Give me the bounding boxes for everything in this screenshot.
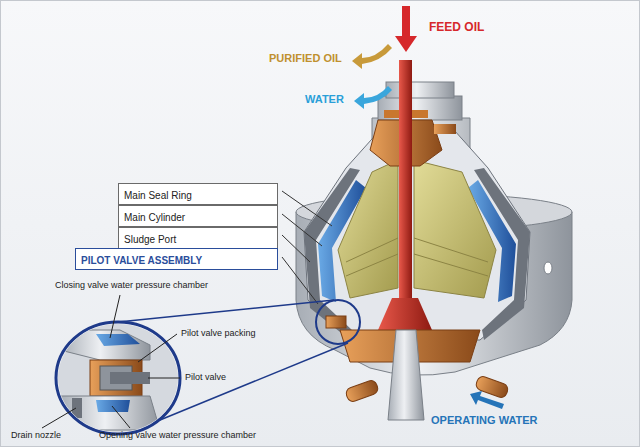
flow-label: WATER [304,93,345,106]
bowl-section-part [399,60,412,300]
flow-arrows-part [352,44,392,69]
leader-lines-part [282,257,318,304]
flow-label: OPERATING WATER [430,414,539,427]
magnifier-part [118,300,334,322]
bowl-section-part [338,160,398,298]
inset-leader-lines-part [148,378,180,379]
part-name: Main Seal Ring [124,189,192,203]
separator-housing [296,82,572,375]
flow-arrows-part [395,6,417,52]
component-label: Pilot valve [184,372,227,383]
component-label: Drain nozzle [10,430,62,441]
magnifier-part-part [56,322,180,434]
inset-leader-lines-part [110,295,120,338]
bowl-section-part [388,330,424,420]
magnifier-part-part [60,330,150,360]
magnifier-part-part [96,400,130,412]
bowl-section-part [326,316,346,328]
part-name: PILOT VALVE ASSEMBLY [81,254,202,268]
separator-housing-part [386,82,454,98]
outlet-nozzles-part [345,379,380,403]
bowl-section-part [378,298,432,330]
flow-label: PURIFIED OIL [268,52,343,65]
inset-leader-lines-part [42,408,76,428]
magnifier-part [56,322,180,434]
magnifier-part [56,322,180,434]
magnifier-part-part [72,398,82,418]
leader-lines-part [282,191,332,226]
leader-lines-part [282,235,310,262]
inset-leader-lines-part [112,406,130,428]
separator-housing-part [544,262,552,274]
component-label: Opening valve water pressure chamber [98,430,257,441]
bowl-section-part [346,238,488,276]
part-label-box: Main Cylinder [118,205,278,227]
flow-arrows [352,6,504,409]
part-label-box: Main Seal Ring [118,183,278,205]
leader-lines [282,191,332,304]
magnifier-part-part [60,396,160,430]
bowl-section [304,60,530,420]
magnifier [56,300,360,434]
bowl-section-part [414,160,496,298]
part-name: Sludge Port [124,233,176,247]
magnifier-part [316,300,360,344]
component-label: Pilot valve packing [180,328,257,339]
part-name: Main Cylinder [124,211,185,225]
component-label: Closing valve water pressure chamber [54,280,209,291]
bowl-section-part [434,124,456,134]
magnifier-part-part [110,372,150,384]
inset-leader-lines [42,295,180,428]
assembly-label-box: PILOT VALVE ASSEMBLY [75,248,278,270]
magnifier-part-part [96,334,140,346]
flow-label: FEED OIL [428,20,485,34]
inset-leader-lines-part [138,334,177,362]
separator-housing-part [378,96,462,120]
part-label-box: Sludge Port [118,227,278,249]
flow-arrows-part [470,391,504,409]
flow-arrows-part [354,86,392,109]
magnifier-part [160,343,348,420]
